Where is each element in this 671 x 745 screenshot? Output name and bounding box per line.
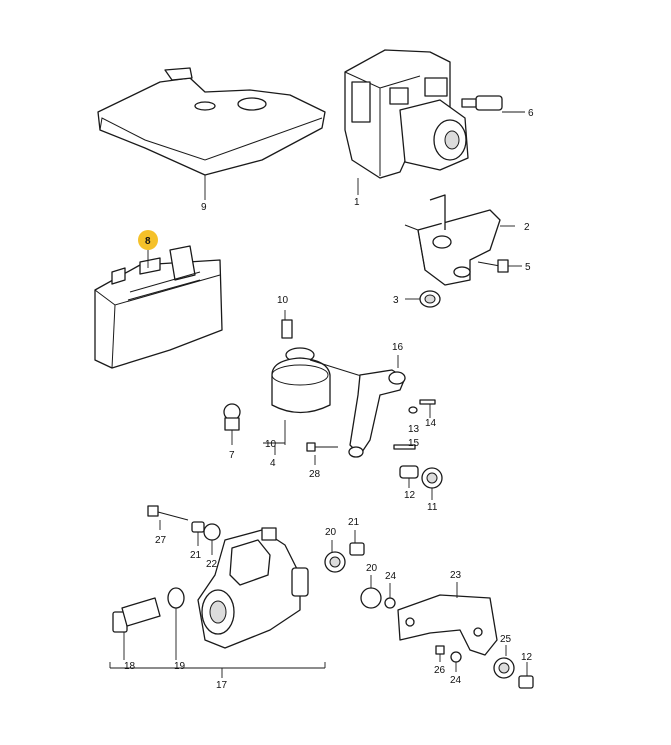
callout-15: 15 [408,438,420,449]
callout-1: 1 [354,197,360,208]
callout-5: 5 [525,262,531,273]
callout-17: 17 [216,680,228,691]
part-11-grommet [421,467,443,500]
part-13-washer [408,406,418,414]
callout-10-bottom: 10 [265,439,277,450]
part-22-grommet [203,523,221,555]
callout-labels: 8 1 2 3 4 5 6 7 9 10 10 11 12 12 13 14 1… [124,108,534,691]
part-21-sleeve-b [349,530,365,556]
part-20-grommet-a [324,540,346,573]
callout-24-b: 24 [450,675,462,686]
part-2-bracket [404,194,515,286]
part-12-sleeve-b [518,662,534,689]
callout-20-a: 20 [325,527,337,538]
part-24-washer-b [450,651,462,672]
callout-4: 4 [270,458,276,469]
callout-18: 18 [124,661,136,672]
callout-8: 8 [145,236,151,247]
callout-24-a: 24 [385,571,397,582]
highlight-badge [138,230,158,250]
callout-9: 9 [201,202,207,213]
part-4-reservoir [263,310,381,455]
part-24-washer-a [384,583,396,609]
part-27-bolt [147,505,189,530]
part-12-sleeve [399,465,419,488]
part-16-bracket [348,355,406,458]
callout-7: 7 [229,450,235,461]
callout-28: 28 [309,469,321,480]
part-9-cover [97,67,326,200]
callout-21-b: 21 [348,517,360,528]
callout-21-a: 21 [190,550,202,561]
part-28-bolt [306,442,338,465]
part-8-control-unit [94,245,223,369]
part-25-grommet [493,645,515,679]
callout-26: 26 [434,665,446,676]
callout-23: 23 [450,570,462,581]
callout-25: 25 [500,634,512,645]
callout-10-top: 10 [277,295,289,306]
part-7-fitting [223,403,241,445]
callout-13: 13 [408,424,420,435]
callout-19: 19 [174,661,186,672]
callout-20-b: 20 [366,563,378,574]
part-5-bolt [477,259,522,273]
part-1-hydraulic-unit [344,49,469,195]
part-17-pump-assembly [109,527,326,678]
part-18-sensor [112,597,161,660]
part-26-nut [435,645,445,662]
part-15-screw [393,444,416,450]
part-6-bolt [461,95,525,113]
part-20-grommet-b [360,575,382,609]
part-19-o-ring [167,587,185,660]
callout-22: 22 [206,559,218,570]
part-14-screw [419,399,436,418]
callout-12-bottom: 12 [521,652,533,663]
part-3-grommet [405,290,441,308]
callout-3: 3 [393,295,399,306]
callout-16: 16 [392,342,404,353]
callout-12-mid: 12 [404,490,416,501]
part-21-sleeve [191,521,205,546]
callout-27: 27 [155,535,167,546]
callout-14: 14 [425,418,437,429]
callout-6: 6 [528,108,534,119]
part-23-bracket [397,582,498,656]
callout-2: 2 [524,222,530,233]
callout-11: 11 [427,502,438,513]
